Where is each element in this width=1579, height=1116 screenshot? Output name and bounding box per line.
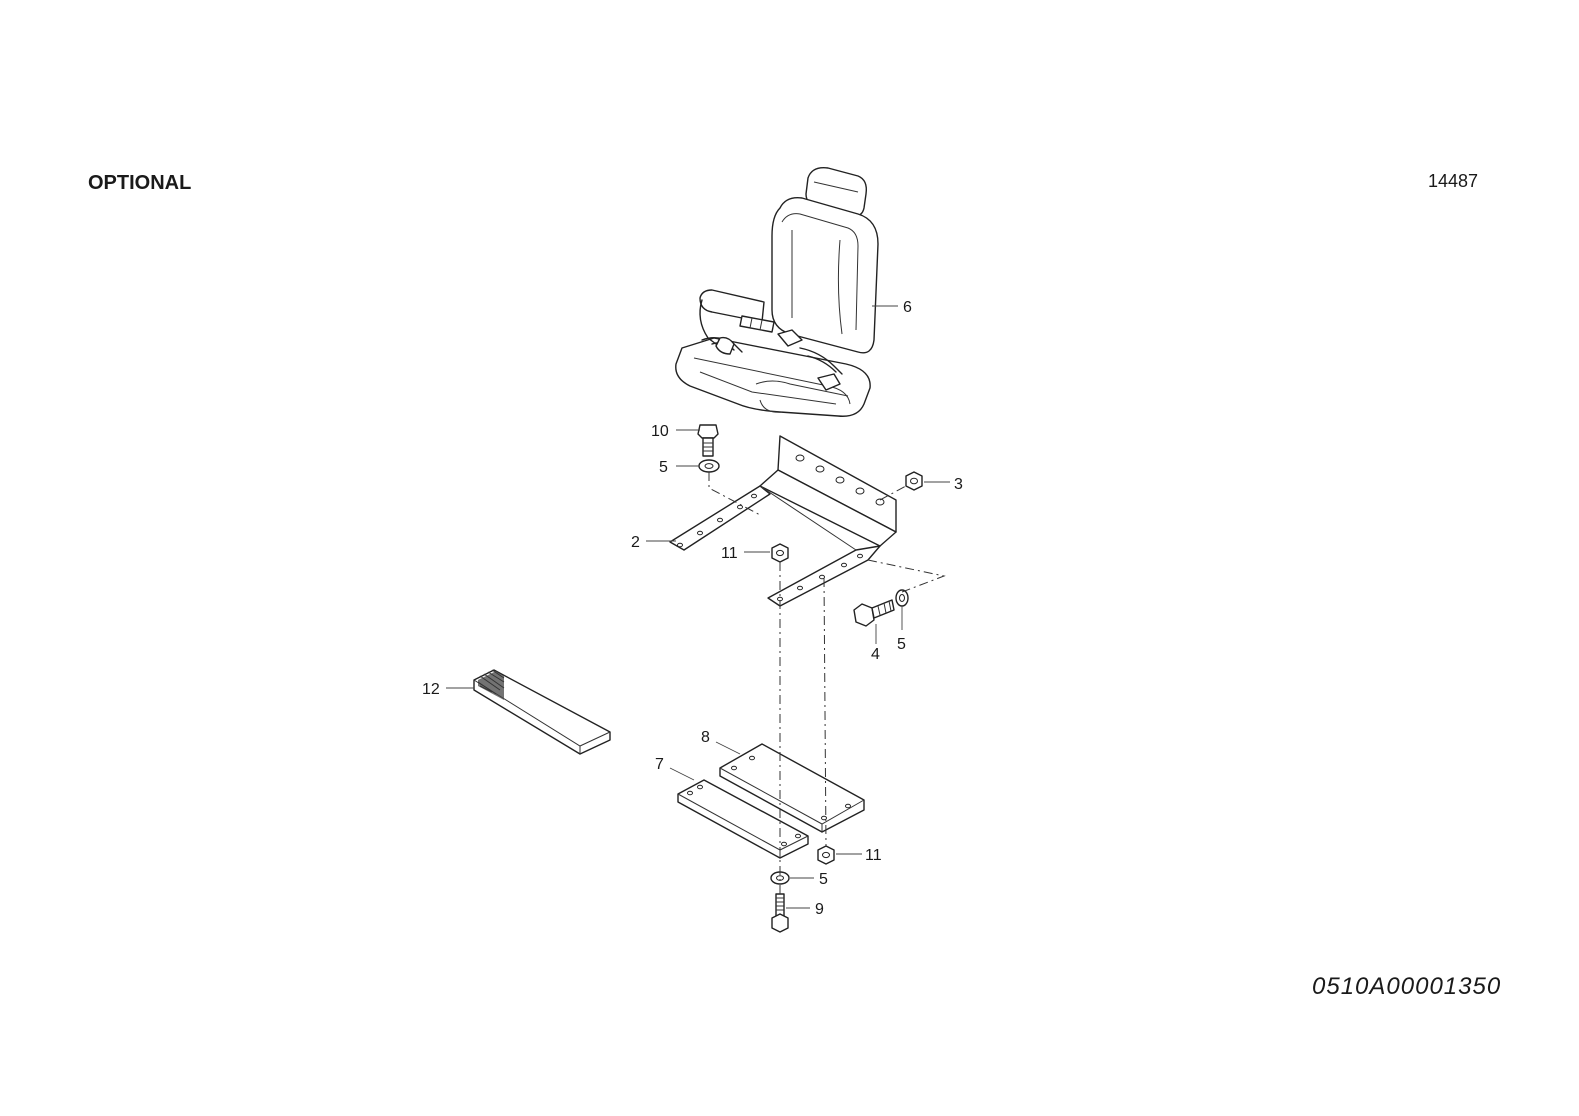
nut-mid (771, 543, 789, 563)
seat-bracket (669, 435, 897, 607)
callout-plate-upper: 8 (701, 729, 710, 746)
callout-labels: 10 5 3 2 11 6 4 5 12 8 7 11 5 (422, 299, 963, 918)
seat-cushion (675, 337, 871, 417)
seat-armrest (699, 289, 765, 323)
bolt-bottom (771, 893, 789, 933)
washer-top (698, 459, 720, 473)
callout-bolt-top: 10 (651, 423, 669, 440)
callout-plate-lower: 7 (655, 756, 664, 773)
seat-backrest (771, 197, 879, 354)
callout-washer-side: 5 (897, 636, 906, 653)
callout-washer-top: 5 (659, 459, 668, 476)
callout-washer-bottom: 5 (819, 871, 828, 888)
section-title: OPTIONAL (88, 172, 192, 194)
nut-bottom (817, 845, 835, 865)
plate-lower (677, 779, 809, 859)
callout-bracket: 2 (631, 534, 640, 551)
step-pad (473, 669, 611, 755)
plate-upper (719, 743, 865, 833)
callout-bolt-bottom: 9 (815, 901, 824, 918)
callout-nut-bottom: 11 (865, 847, 882, 864)
callout-nut-right: 3 (954, 476, 963, 493)
assembly-centerlines (708, 472, 946, 894)
nut-right (905, 471, 923, 491)
callout-bolt-side: 4 (871, 646, 880, 663)
washer-side (895, 589, 909, 607)
callout-seat: 6 (903, 299, 912, 316)
callout-nut-mid: 11 (721, 545, 738, 562)
seat-assembly (675, 167, 898, 417)
document-code: 0510A00001350 (1312, 973, 1502, 1000)
bolt-side (853, 599, 895, 627)
callout-step-pad: 12 (422, 681, 440, 698)
bolt-top (697, 424, 719, 457)
figure-number: 14487 (1428, 171, 1479, 191)
